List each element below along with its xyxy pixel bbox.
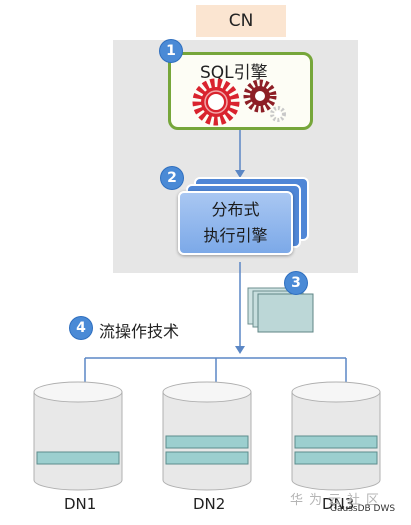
step-badge-4-number: 4 bbox=[76, 320, 86, 336]
distributed-execution-engine: 分布式 执行引擎 bbox=[178, 191, 293, 255]
data-node-cylinder-top-2 bbox=[162, 381, 252, 403]
data-node-band-2-1 bbox=[165, 435, 249, 449]
data-nodes bbox=[33, 381, 381, 491]
step-badge-2-number: 2 bbox=[167, 170, 177, 186]
tiny-gear-icon bbox=[270, 106, 286, 122]
data-node-band-1-1 bbox=[36, 451, 120, 465]
cn-label-text: CN bbox=[228, 11, 254, 31]
step-badge-2: 2 bbox=[161, 167, 183, 189]
arrow-sql-to-engine-icon bbox=[235, 130, 245, 178]
large-gear-icon bbox=[192, 78, 240, 126]
sql-engine-label: SQL引擎 bbox=[200, 63, 268, 83]
step-badge-4: 4 bbox=[70, 317, 92, 339]
stem-arrowhead-icon bbox=[235, 346, 245, 354]
data-node-band-3-1 bbox=[294, 435, 378, 449]
step-badge-1: 1 bbox=[160, 40, 182, 62]
step-badge-3: 3 bbox=[285, 272, 307, 294]
dn-label-2: DN2 bbox=[193, 495, 226, 513]
watermark-text: 华为云社区 bbox=[290, 493, 386, 508]
dn-label-1: DN1 bbox=[64, 495, 97, 513]
gears-icon bbox=[192, 78, 286, 126]
data-node-cylinder-1 bbox=[33, 391, 123, 491]
data-node-band-2-2 bbox=[165, 451, 249, 465]
sql-engine-box bbox=[168, 52, 313, 130]
stream-data-stack-icon bbox=[247, 287, 314, 333]
engine-label-line1: 分布式 bbox=[211, 200, 260, 219]
step-badge-3-number: 3 bbox=[291, 275, 301, 291]
watermark-subtext: GaussDB DWS bbox=[330, 504, 396, 514]
data-node-cylinder-top-3 bbox=[291, 381, 381, 403]
dn-label-3: DN3 bbox=[322, 495, 355, 513]
cn-label: CN bbox=[196, 5, 286, 37]
data-node-band-3-2 bbox=[294, 451, 378, 465]
step-badge-1-number: 1 bbox=[166, 43, 176, 59]
small-gear-icon bbox=[243, 79, 277, 113]
stream-operation-label: 流操作技术 bbox=[99, 322, 180, 341]
engine-label-line2: 执行引擎 bbox=[203, 226, 268, 245]
data-node-cylinder-top-1 bbox=[33, 381, 123, 403]
